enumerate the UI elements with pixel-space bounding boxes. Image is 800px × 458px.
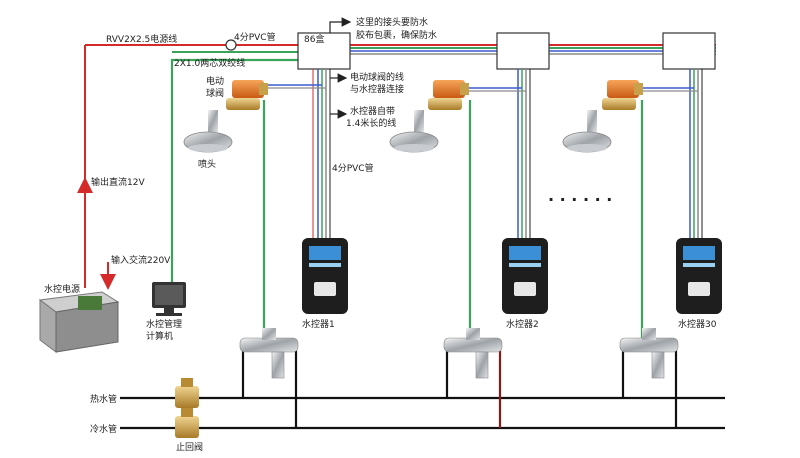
label-controller-cable-2: 1.4米长的线 — [346, 117, 396, 129]
label-valve-wire-2: 与水控器连接 — [350, 83, 404, 95]
water-controller-2 — [502, 238, 548, 314]
annotation-arrows — [329, 17, 352, 119]
label-joint-note-1: 这里的接头要防水 — [356, 16, 428, 28]
label-controller-30: 水控器30 — [678, 318, 717, 330]
check-valve-cold — [175, 408, 199, 438]
label-pvc-vertical: 4分PVC管 — [332, 162, 374, 174]
pipes — [120, 350, 725, 430]
mixing-valve-2 — [443, 328, 503, 379]
motor-valve-3 — [602, 80, 643, 110]
label-cold-pipe: 冷水管 — [90, 423, 117, 435]
label-joint-note-2: 胶布包裹，确保防水 — [356, 29, 437, 41]
motor-valve-1 — [226, 80, 268, 110]
label-pvc-top: 4分PVC管 — [234, 31, 276, 43]
label-controller-2: 水控器2 — [506, 318, 539, 330]
water-controller-30 — [676, 238, 722, 314]
mixing-valve-3 — [619, 328, 679, 379]
mixing-valve-1 — [239, 328, 299, 379]
signal-line — [170, 51, 298, 290]
label-ellipsis: · · · · · · — [548, 190, 612, 209]
label-hot-pipe: 热水管 — [90, 393, 117, 405]
power-supply-box — [38, 291, 120, 353]
label-valve-wire-1: 电动球阀的线 — [350, 71, 404, 83]
label-power-cable: RVV2X2.5电源线 — [106, 33, 177, 45]
label-check-valve: 止回阀 — [176, 441, 203, 453]
label-computer-1: 水控管理 — [146, 318, 182, 330]
label-valve-2: 球阀 — [206, 87, 224, 99]
junction-box-2 — [496, 32, 550, 70]
cable-joint — [225, 39, 237, 51]
label-valve-1: 电动 — [206, 75, 224, 87]
label-power-supply: 水控电源 — [44, 283, 80, 295]
shower-head-3 — [562, 110, 612, 153]
label-controller-1: 水控器1 — [302, 318, 335, 330]
station-wiring-3 — [634, 69, 703, 338]
dc-line — [77, 45, 116, 290]
shower-head-1 — [183, 110, 233, 153]
label-86-box: 86盒 — [304, 33, 324, 45]
label-ac-input: 输入交流220V — [111, 254, 171, 266]
label-computer-2: 计算机 — [146, 330, 173, 342]
shower-head-2 — [389, 110, 439, 153]
computer-monitor — [152, 282, 186, 316]
label-dc-output: 输出直流12V — [91, 176, 145, 188]
motor-valve-2 — [428, 80, 469, 110]
station-wiring-2 — [462, 69, 531, 338]
water-controller-1 — [302, 238, 348, 314]
check-valve-hot — [175, 378, 199, 408]
label-twisted-pair: 2X1.0两芯双绞线 — [174, 57, 245, 69]
label-shower-head: 喷头 — [198, 159, 216, 170]
label-controller-cable-1: 水控器自带 — [350, 105, 395, 117]
junction-box-1 — [297, 32, 351, 70]
junction-box-3 — [662, 32, 716, 70]
